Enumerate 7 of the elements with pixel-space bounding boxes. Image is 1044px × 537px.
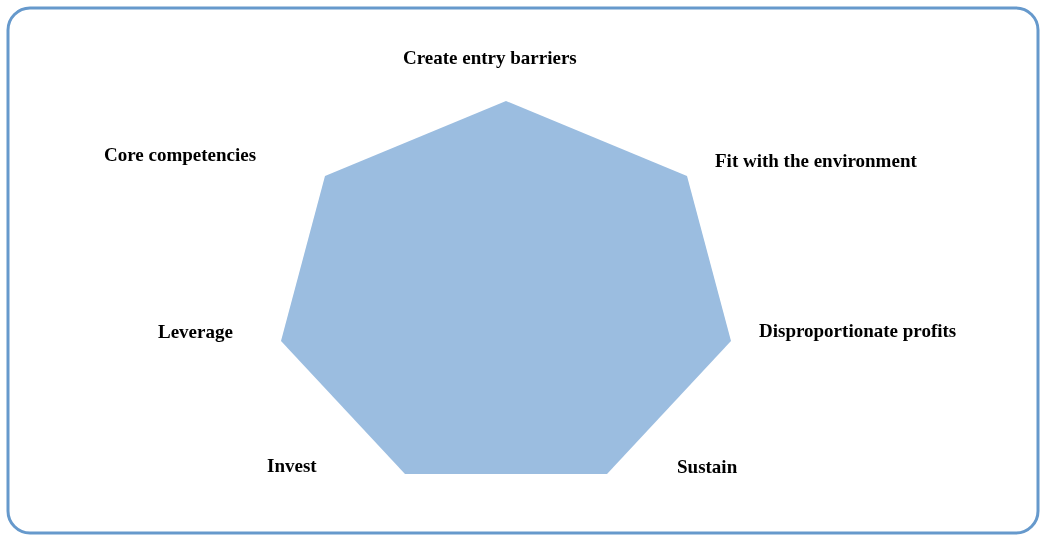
vertex-label: Core competencies — [104, 144, 257, 166]
vertex-label: Invest — [267, 455, 317, 477]
vertex-label: Fit with the environment — [715, 150, 917, 172]
vertex-label: Leverage — [158, 321, 233, 343]
vertex-label: Sustain — [677, 456, 738, 478]
vertex-label: Disproportionate profits — [759, 320, 957, 342]
vertex-label: Create entry barriers — [403, 47, 577, 69]
